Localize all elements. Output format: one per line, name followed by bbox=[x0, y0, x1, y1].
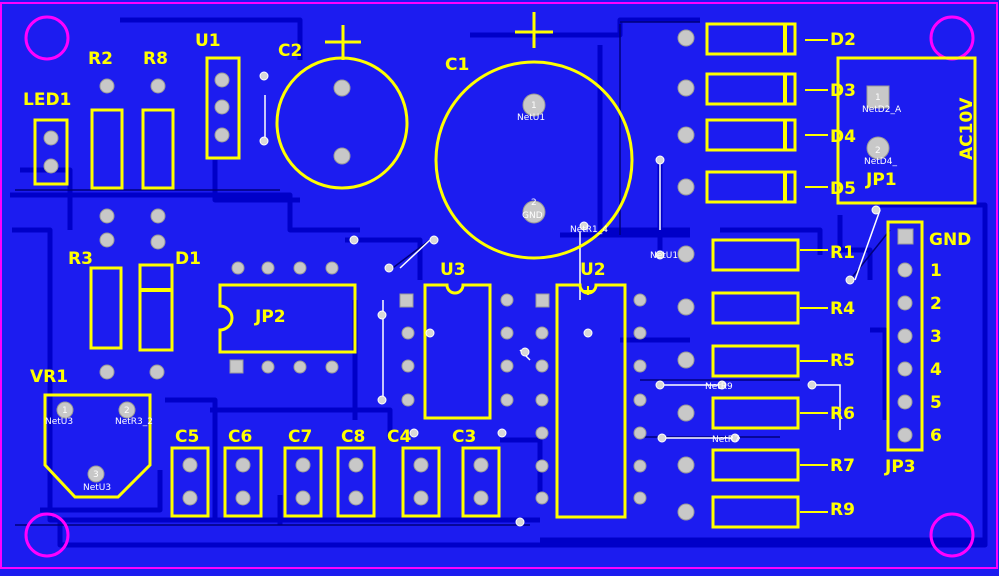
label-c7: C7 bbox=[288, 427, 312, 447]
jp1-outline bbox=[836, 56, 977, 205]
silk-details bbox=[584, 39, 828, 513]
label-u1: U1 bbox=[195, 31, 221, 51]
r6-outline bbox=[711, 396, 800, 430]
label-r2: R2 bbox=[88, 49, 113, 69]
net-label-vr1-pin1: NetR3_2 bbox=[115, 417, 153, 427]
c2-plus-mark bbox=[325, 25, 361, 60]
label-jp3-pin5: 5 bbox=[930, 393, 942, 413]
label-jp3-pin6: 6 bbox=[930, 426, 942, 446]
net-label-u1: NetU1 bbox=[650, 251, 678, 261]
d1-outline bbox=[138, 263, 174, 352]
r9-outline bbox=[711, 495, 800, 529]
label-vr1: VR1 bbox=[30, 367, 68, 387]
c1-plus-mark bbox=[515, 12, 553, 48]
label-d5: D5 bbox=[830, 179, 856, 199]
silkscreen-outlines bbox=[33, 12, 977, 529]
label-c6: C6 bbox=[228, 427, 252, 447]
label-led1: LED1 bbox=[23, 90, 71, 110]
label-r5: R5 bbox=[830, 351, 855, 371]
net-label-jp1-pin-num1: 1 bbox=[875, 93, 881, 103]
net-label-vr1-pin3: NetU3 bbox=[83, 483, 111, 493]
d3-outline bbox=[705, 72, 797, 106]
label-c2: C2 bbox=[278, 41, 302, 61]
net-label-c1-pin1: NetU1 bbox=[517, 113, 545, 123]
mounting-hole-bottom-left bbox=[24, 512, 70, 558]
label-jp3-pin4: 4 bbox=[930, 360, 942, 380]
net-label-r1: NetR1_4 bbox=[570, 225, 608, 235]
board-frame bbox=[0, 2, 998, 569]
c7-outline bbox=[283, 446, 323, 518]
r2-outline bbox=[90, 108, 124, 190]
c3-outline bbox=[461, 446, 501, 518]
net-label-jp1-pin2: NetD4_ bbox=[864, 157, 897, 167]
label-r1: R1 bbox=[830, 243, 855, 263]
label-ac10v: AC10V bbox=[957, 97, 977, 160]
label-jp3-pin2: 2 bbox=[930, 294, 942, 314]
designator-labels: LED1 R2 R8 U1 C2 C1 D2 D3 D4 D5 AC10V JP… bbox=[23, 30, 977, 520]
u3-outline bbox=[423, 283, 492, 420]
label-d4: D4 bbox=[830, 127, 856, 147]
net-labels: NetU1 GND NetD2_A NetD4_ NetU3 NetR3_2 N… bbox=[45, 93, 902, 493]
label-r7: R7 bbox=[830, 456, 855, 476]
u1-outline bbox=[205, 56, 241, 160]
label-u2: U2 bbox=[580, 260, 606, 280]
net-label-c1-pin-num1: 1 bbox=[531, 101, 537, 111]
r4-outline bbox=[711, 291, 800, 325]
d4-outline bbox=[705, 118, 797, 152]
net-label-jp1-pin1: NetD2_A bbox=[862, 105, 902, 115]
label-jp3-pin3: 3 bbox=[930, 327, 942, 347]
label-c5: C5 bbox=[175, 427, 199, 447]
label-c3: C3 bbox=[452, 427, 476, 447]
jp2-outline bbox=[218, 283, 357, 354]
c1-outline bbox=[434, 60, 634, 260]
vias bbox=[259, 71, 881, 527]
led1-outline bbox=[33, 118, 69, 186]
d2-outline bbox=[705, 22, 797, 56]
label-r3: R3 bbox=[68, 249, 93, 269]
label-c4: C4 bbox=[387, 427, 411, 447]
r5-outline bbox=[711, 344, 800, 378]
jp3-outline bbox=[886, 220, 924, 452]
c4-outline bbox=[401, 446, 441, 518]
label-c1: C1 bbox=[445, 55, 469, 75]
net-label-r7: NetR7 bbox=[712, 435, 740, 445]
c5-outline bbox=[170, 446, 210, 518]
net-label-vr1-pin-num3: 3 bbox=[93, 470, 99, 480]
net-label-r9: NetR9 bbox=[705, 382, 733, 392]
label-d1: D1 bbox=[175, 249, 201, 269]
r8-outline bbox=[141, 108, 175, 190]
r3-outline bbox=[89, 266, 123, 350]
pads bbox=[43, 29, 914, 521]
d5-outline bbox=[705, 170, 797, 204]
net-label-vr1-pin2: NetU3 bbox=[45, 417, 73, 427]
label-d2: D2 bbox=[830, 30, 856, 50]
u2-outline bbox=[555, 283, 627, 519]
label-r6: R6 bbox=[830, 404, 855, 424]
net-label-jp1-pin-num2: 2 bbox=[875, 146, 881, 156]
r7-outline bbox=[711, 448, 800, 482]
label-r9: R9 bbox=[830, 500, 855, 520]
vr1-outline bbox=[43, 393, 152, 499]
r1-outline bbox=[711, 238, 800, 272]
label-d3: D3 bbox=[830, 81, 856, 101]
net-label-vr1-pin-num1: 2 bbox=[124, 406, 130, 416]
label-gnd: GND bbox=[929, 230, 971, 250]
label-r8: R8 bbox=[143, 49, 168, 69]
label-jp3: JP3 bbox=[884, 457, 916, 477]
label-c8: C8 bbox=[341, 427, 365, 447]
label-r4: R4 bbox=[830, 299, 855, 319]
net-label-c1-pin2: GND bbox=[522, 211, 543, 221]
c8-outline bbox=[336, 446, 376, 518]
label-u3: U3 bbox=[440, 260, 466, 280]
net-label-vr1-pin-num2: 1 bbox=[62, 406, 68, 416]
label-jp1: JP1 bbox=[865, 170, 897, 190]
mounting-hole-top-left bbox=[24, 15, 70, 61]
mounting-hole-bottom-right bbox=[929, 512, 975, 558]
net-label-c1-pin-num2: 2 bbox=[531, 198, 537, 208]
label-jp2: JP2 bbox=[254, 307, 286, 327]
label-jp3-pin1: 1 bbox=[930, 261, 942, 281]
c6-outline bbox=[223, 446, 263, 518]
